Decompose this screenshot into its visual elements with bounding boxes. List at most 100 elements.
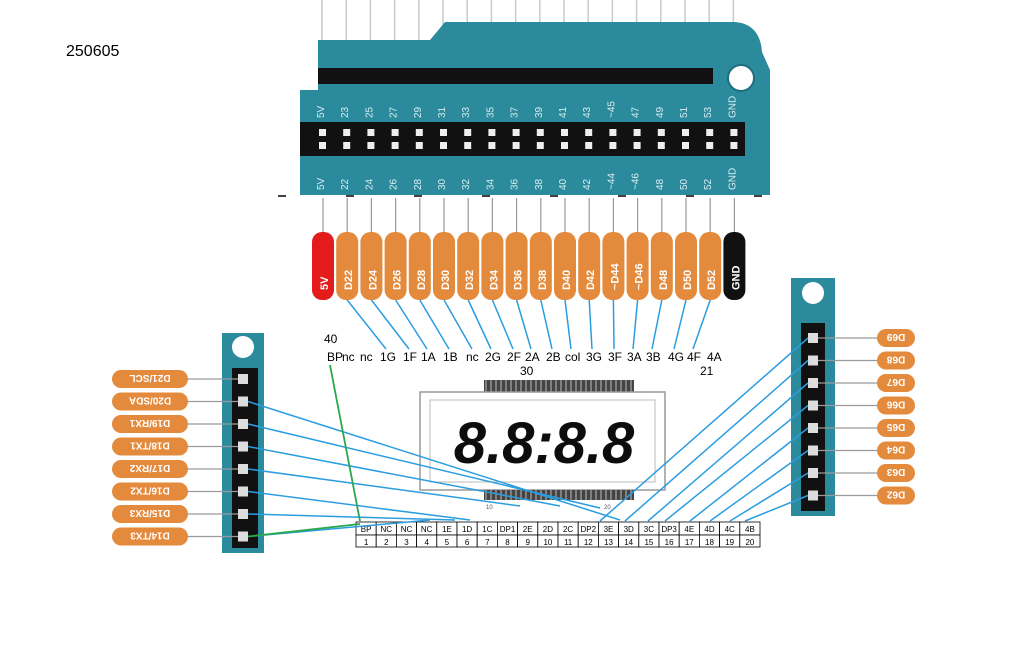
lcd-bottom-pin-number: 7: [485, 538, 490, 547]
header-pin-tag: [408, 232, 431, 300]
header-pin: [633, 129, 641, 136]
header-pin-tag: [602, 232, 625, 300]
lcd-top-pin-label: BP: [327, 350, 343, 364]
left-pin-tag-label: D15/RX3: [129, 507, 170, 518]
header-pin-tag: [336, 232, 359, 300]
header-pin: [536, 142, 544, 149]
lcd-top-pin-label: 4F: [687, 350, 701, 364]
right-pin: [808, 468, 818, 478]
lcd-top-pin-label: 4G: [668, 350, 684, 364]
header-pin: [561, 142, 568, 149]
header-pin-tag-label: D38: [537, 270, 549, 290]
lcd-top-pin-label: col: [565, 350, 580, 364]
header-pin: [415, 142, 423, 149]
left-pin-tag-label: D21/SCL: [129, 372, 170, 383]
header-pin: [464, 142, 472, 149]
header-top-label: 35: [485, 106, 496, 118]
wire: [612, 299, 615, 350]
header-pin-tag-label: D22: [343, 270, 355, 290]
lcd-bottom-pin-number: 11: [564, 538, 573, 547]
lcd-bottom-pin-name: 2E: [523, 525, 533, 534]
lcd-bottom-pin-name: 2D: [543, 525, 553, 534]
lcd-bottom-pin-name: 4B: [745, 525, 755, 534]
header-pin-tag-label: 5V: [319, 276, 331, 290]
wire: [346, 299, 387, 350]
left-pin-tag-label: D18/TX1: [130, 440, 170, 451]
header-top-label: 33: [461, 106, 472, 118]
left-pin: [238, 464, 248, 474]
lcd-bottom-pin-name: NC: [401, 525, 413, 534]
left-pin-tag: [112, 505, 188, 523]
wire: [247, 423, 601, 509]
header-bottom-label: 34: [485, 178, 496, 190]
header-bottom-label: 22: [340, 178, 351, 190]
header-pin: [609, 129, 617, 136]
right-pin: [808, 490, 818, 501]
header-bottom-label: 48: [655, 178, 666, 190]
right-pin: [808, 355, 818, 366]
header-top-label: 51: [679, 106, 690, 118]
wire: [247, 490, 471, 521]
header-bottom-label: 38: [534, 178, 545, 190]
lcd-top-pin-label: 2G: [485, 350, 501, 364]
header-bottom-label: 42: [582, 178, 593, 190]
header-pin-tag: [723, 232, 746, 300]
left-pin: [238, 419, 248, 429]
lcd-top-pin-label: nc: [342, 350, 355, 364]
lcd-top-pin-label: 4A: [707, 350, 722, 364]
lcd-top-pin-label: 3A: [627, 350, 642, 364]
lcd-bottom-pin-name: 1E: [442, 525, 452, 534]
wire: [419, 299, 450, 350]
left-pin-tag: [112, 415, 188, 433]
header-top-label: 5V: [316, 105, 327, 118]
header-pin-tag: [481, 232, 504, 300]
lcd-bottom-pin-name: DP1: [500, 525, 516, 534]
header-top-label: 49: [655, 106, 666, 118]
header-pin-tag: [675, 232, 697, 300]
header-pin-tag-label: D40: [561, 270, 573, 290]
lcd-bottom-pin-name: 3C: [644, 525, 654, 534]
header-pin-tag: [505, 232, 528, 300]
lcd-top-pin-label: nc: [466, 350, 479, 364]
lcd-bottom-pin-number: 20: [745, 538, 754, 547]
lcd-bottom-pins: [484, 490, 634, 500]
header-top-label: 25: [364, 106, 375, 118]
header-top-label: GND: [727, 96, 738, 118]
lcd-bottom-pin-name: 3D: [624, 525, 634, 534]
wire: [729, 472, 809, 522]
wire-green: [247, 523, 361, 538]
left-pin-tag: [112, 437, 188, 456]
header-top-label: 37: [510, 106, 521, 118]
header-pin: [464, 129, 472, 136]
header-bottom-label: 28: [413, 178, 424, 190]
header-pin-tag-label: D24: [367, 269, 379, 290]
header-pin: [391, 142, 399, 149]
header-bottom-label: 24: [364, 178, 375, 190]
header-pin: [730, 142, 738, 149]
lcd-top-pin-label: 2F: [507, 350, 521, 364]
lcd-bottom-pin-name: NC: [381, 525, 393, 534]
lcd-bottom-pin-number: 14: [624, 538, 633, 547]
header-pin-tag-label: D50: [682, 270, 694, 290]
lcd-top-pin-label: 2B: [546, 350, 561, 364]
header-bottom-label: 5V: [316, 177, 327, 190]
lcd-top-pin-label: 2A: [525, 350, 540, 364]
header-pin: [488, 129, 496, 136]
header-pin-tag-label: D52: [706, 270, 718, 290]
right-pin-tag: [877, 396, 915, 415]
header-pin-tag-label: D48: [658, 270, 670, 290]
wire: [709, 449, 809, 522]
header-top-label: 41: [558, 106, 569, 118]
right-pin-tag-label: D64: [886, 444, 905, 455]
left-pin-tag: [112, 527, 188, 546]
left-pin: [238, 396, 248, 407]
lcd-body: [419, 391, 666, 491]
lcd-pin-number-cell: [739, 534, 761, 548]
header-pin-tag: [457, 232, 480, 300]
wire: [588, 299, 593, 350]
wire: [247, 468, 521, 507]
left-pin-tag-label: D16/TX2: [130, 485, 170, 496]
wire: [624, 359, 809, 522]
header-pin-tag: [360, 232, 383, 300]
header-pin: [512, 129, 520, 136]
